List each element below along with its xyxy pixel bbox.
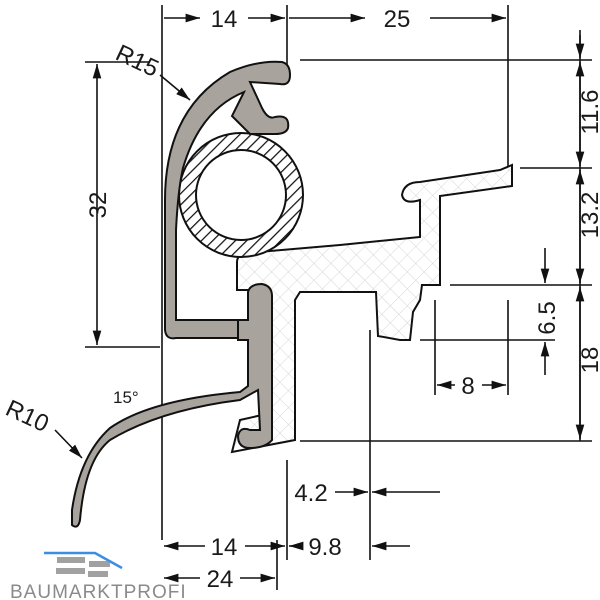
dim-bottom-total: 24 (207, 566, 234, 593)
dimension-lines (54, 13, 585, 583)
dim-right-middle: 13.2 (577, 192, 600, 239)
tube-hollow (195, 149, 287, 241)
dim-bottom-mid: 9.8 (308, 534, 341, 561)
dim-gap-width: 4.2 (294, 480, 327, 507)
aluminium-profile-upper (164, 60, 292, 340)
extension-lines (85, 5, 592, 590)
dim-right-bottom: 18 (577, 347, 600, 374)
dim-right-top: 11.6 (577, 90, 600, 135)
angle-label: 15° (113, 388, 139, 407)
baumarktprofi-logo: BAUMARKTPROFI (10, 551, 187, 600)
dim-top-left: 14 (211, 6, 238, 33)
radius-upper: R15 (111, 40, 162, 83)
aluminium-profile-lower (71, 282, 273, 528)
dim-bottom-left: 14 (211, 534, 238, 561)
dim-inner-width: 8 (461, 373, 474, 400)
dim-inner-height: 6.5 (534, 301, 561, 334)
dim-height-left: 32 (85, 192, 112, 219)
radius-lower: R10 (1, 395, 52, 438)
dim-top-right: 25 (384, 6, 411, 33)
watermark-text: BAUMARKTPROFI (10, 582, 187, 600)
